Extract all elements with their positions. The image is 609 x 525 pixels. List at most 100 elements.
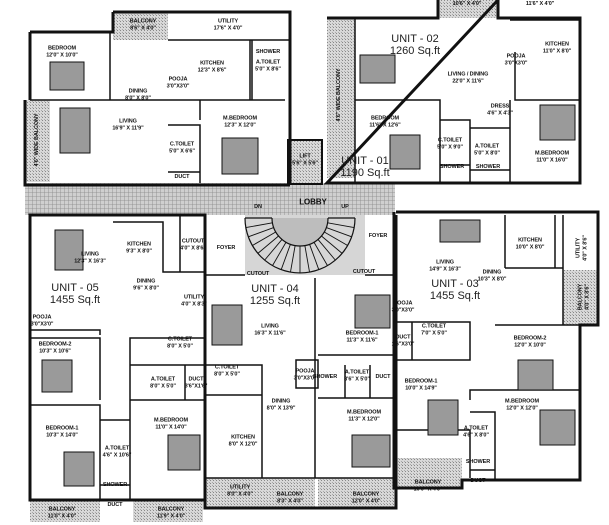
room-name: SHOWER	[255, 48, 281, 55]
room-dimensions: 4'6" X 4'3"	[487, 110, 513, 116]
room-name: DINING	[482, 269, 502, 276]
room-name: FOYER	[368, 232, 388, 239]
room-name: LIVING / DINING	[447, 71, 489, 78]
room-dimensions: 3'6"X1'6"	[184, 383, 208, 389]
room-name: BALCONY	[157, 506, 185, 513]
room-name: A.TOILET	[150, 376, 176, 383]
room-dimensions: 4'6" X 8'0"	[463, 432, 489, 438]
room-name: DRESS	[490, 103, 510, 110]
room-label: SHOWER	[103, 482, 127, 489]
room-name: UTILITY	[575, 237, 582, 259]
room-dimensions: 8'0" X 13'9"	[266, 405, 296, 411]
room-name: BALCONY	[48, 506, 76, 513]
room-name: BALCONY	[414, 479, 442, 486]
room-label: SHOWER	[466, 459, 490, 466]
room-dimensions: 16'3" X 11'6"	[254, 330, 286, 336]
stair-tread	[272, 242, 287, 266]
room-name: CUTOUT	[181, 238, 205, 245]
room-dimensions: 10'3" X 14'0"	[46, 432, 78, 438]
room-name: POOJA	[393, 300, 413, 307]
room-label: SHOWER	[256, 49, 280, 56]
room-name: BEDROOM	[370, 115, 400, 122]
room-name: C.TOILET	[167, 336, 193, 343]
room-dimensions: 8'0" X 4'0"	[227, 491, 253, 497]
unit-01-walls	[23, 10, 292, 187]
room-dimensions: 5'0" X 6'6"	[169, 148, 195, 154]
room-name: BEDROOM-2	[513, 335, 547, 342]
room-label: DUCT	[471, 478, 486, 485]
room-name: SHOWER	[312, 373, 338, 380]
lobby-label: LOBBY	[299, 197, 327, 207]
room-label: 11'6" X 4'0"	[526, 1, 554, 8]
unit-03-walls	[392, 210, 600, 490]
room-label: CUTOUT	[353, 269, 375, 276]
room-dimensions: 3'0"X3'0"	[293, 375, 317, 381]
stair-tread	[280, 244, 291, 270]
unit-area: 1455 Sq.ft	[49, 294, 101, 306]
room-label: SHOWER	[476, 164, 500, 171]
stair-tread	[304, 245, 310, 273]
stair-up-label: UP	[341, 203, 349, 210]
room-dimensions: 8'0" X 5'0"	[167, 343, 193, 349]
room-name: A.TOILET	[104, 445, 130, 452]
stair-tread	[245, 222, 273, 228]
room-name: LIVING	[119, 118, 137, 125]
stair-tread	[327, 222, 355, 228]
room-dimensions: 11'6" X 4'0"	[525, 0, 555, 7]
stair-tread	[248, 227, 274, 238]
room-dimensions: 8'6" X 5'0"	[344, 376, 370, 382]
stair-tread	[309, 244, 320, 270]
room-dimensions: 1'6"X3'0"	[391, 341, 415, 347]
room-name: DUCT	[188, 376, 204, 383]
room-dimensions: 4'0" X 8'6"	[180, 245, 206, 251]
room-name: BEDROOM-1	[345, 330, 379, 337]
room-name: DUCT	[470, 477, 486, 484]
room-name: BALCONY	[276, 491, 304, 498]
room-dimensions: 8'0" X 5'0"	[150, 383, 176, 389]
room-name: POOJA	[168, 76, 188, 83]
room-dimensions: 11'0" X 16'0"	[536, 157, 568, 163]
lobby-area	[25, 183, 395, 215]
room-name: M.BEDROOM	[535, 150, 569, 157]
room-label: FOYER	[216, 244, 236, 252]
room-label: 4'6" WIDE BALCONY	[34, 114, 41, 167]
room-dimensions: 12'0" X 10'0"	[46, 52, 78, 58]
room-dimensions: 12'3" X 16'3"	[74, 258, 106, 264]
unit-area: 1255 Sq.ft	[249, 295, 301, 307]
room-dimensions: 5'0" X 8'6"	[255, 66, 281, 72]
stair-tread	[252, 231, 276, 246]
room-dimensions: 22'0" X 11'6"	[452, 78, 484, 84]
room-name: FOYER	[216, 244, 236, 251]
room-name: C.TOILET	[214, 364, 240, 371]
room-dimensions: 10'0" X 4'0"	[413, 486, 443, 492]
room-dimensions: 12'3" X 12'0"	[224, 122, 256, 128]
